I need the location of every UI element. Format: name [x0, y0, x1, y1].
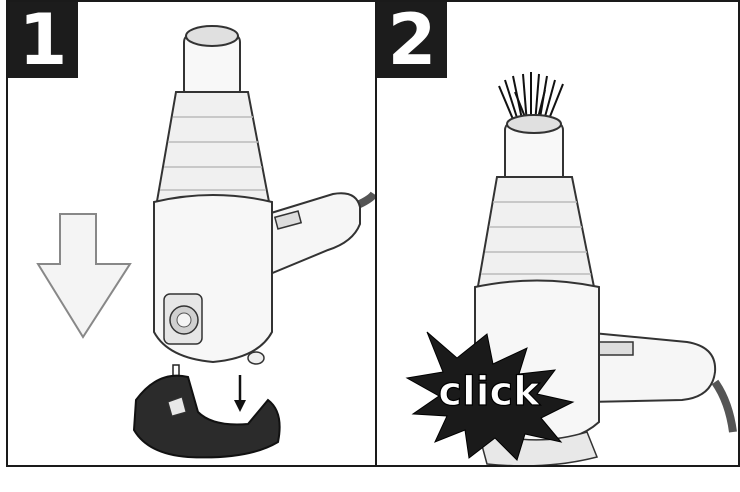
step-number-badge: 1 — [8, 2, 78, 78]
large-down-arrow-icon — [38, 214, 130, 337]
heat-gun-handle — [258, 193, 360, 274]
stand-base — [134, 376, 280, 458]
click-callout-text: click — [438, 369, 541, 415]
step-number-badge: 2 — [377, 2, 447, 78]
power-cord — [715, 382, 733, 432]
step-2-panel: click 2 — [376, 0, 740, 467]
power-switch — [599, 342, 633, 355]
step-1-panel: 1 — [6, 0, 376, 467]
